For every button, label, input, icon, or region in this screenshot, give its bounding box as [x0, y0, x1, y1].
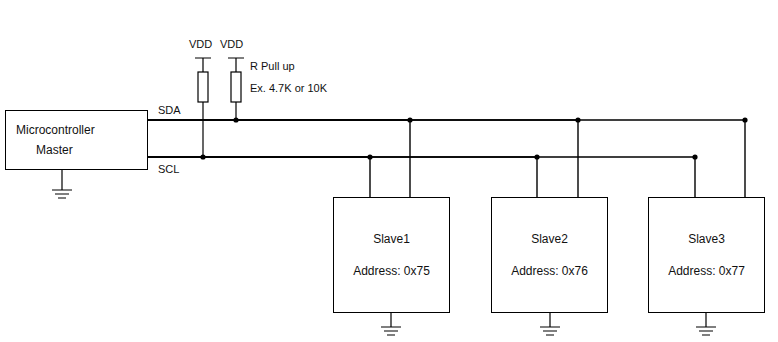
bus-wire [148, 157, 537, 197]
bus-wire [148, 157, 695, 197]
signal-name: SDA [158, 104, 181, 116]
slave-box: Slave3Address: 0x77 [648, 197, 765, 313]
resistor-value: Ex. 4.7K or 10K [250, 82, 327, 94]
junction-dot [742, 117, 747, 122]
box-detail: Address: 0x75 [353, 264, 430, 278]
slave-box: Slave2Address: 0x76 [491, 197, 608, 313]
bus-wire [148, 120, 578, 197]
bus-wire [148, 120, 410, 197]
box-detail: Master [36, 143, 73, 157]
box-detail: Address: 0x77 [668, 264, 745, 278]
box-detail: Address: 0x76 [511, 264, 588, 278]
signal-name: SCL [158, 163, 179, 175]
box-title: Slave1 [373, 232, 410, 246]
pull-up-junctions [200, 117, 238, 159]
master-box: MicrocontrollerMaster [5, 110, 148, 170]
bus-wire [148, 120, 745, 197]
box-title: Microcontroller [16, 123, 95, 137]
box-title: Slave3 [688, 232, 725, 246]
slave-box: Slave1Address: 0x75 [333, 197, 450, 313]
ground-symbols [52, 170, 716, 335]
bus-wire [148, 157, 370, 197]
junction-dot [692, 154, 697, 159]
pull-up-resistors [195, 58, 244, 157]
resistor-label: R Pull up [250, 60, 295, 72]
box-title: Slave2 [531, 232, 568, 246]
supply-label: VDD [220, 38, 243, 50]
supply-label: VDD [189, 38, 212, 50]
